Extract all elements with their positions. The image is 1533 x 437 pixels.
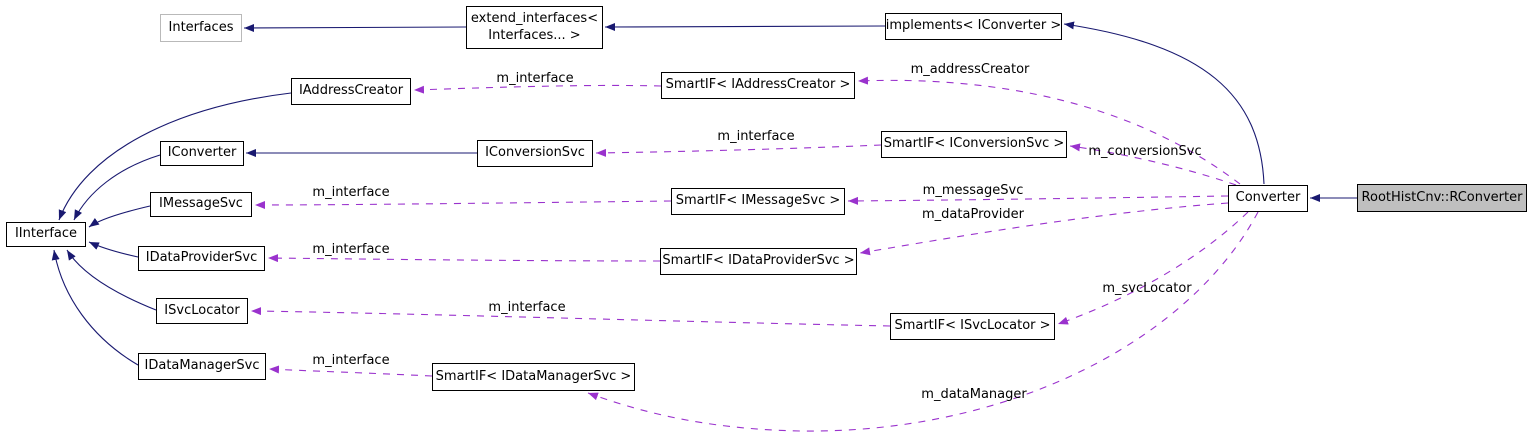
node-smartif-idatamanagersvc[interactable]: SmartIF< IDataManagerSvc > xyxy=(432,363,635,391)
edge-smartif-iaddresscreator-to-iaddresscreator xyxy=(413,84,662,94)
edge-isvclocator-to-iinterface xyxy=(66,249,157,311)
edge-smartif-idataprovidersvc-to-idataprovidersvc xyxy=(267,254,661,263)
edge-converter-to-smartif-iaddresscreator xyxy=(857,76,1241,185)
edge-idataprovidersvc-to-iinterface xyxy=(88,241,139,258)
edge-converter-to-implements xyxy=(1063,21,1265,185)
node-implements-iconverter[interactable]: implements< IConverter > xyxy=(885,13,1062,40)
edge-label-m-svclocator: m_svcLocator xyxy=(1102,281,1192,296)
node-smartif-idataprovidersvc[interactable]: SmartIF< IDataProviderSvc > xyxy=(660,248,857,275)
node-isvclocator[interactable]: ISvcLocator xyxy=(156,298,248,324)
edge-converter-to-smartif-isvclocator xyxy=(1057,211,1249,325)
node-smartif-iconversionsvc[interactable]: SmartIF< IConversionSvc > xyxy=(881,131,1067,158)
edge-label-m-interface-dataprovidersvc: m_interface xyxy=(312,242,390,257)
node-smartif-imessagesvc[interactable]: SmartIF< IMessageSvc > xyxy=(671,188,845,215)
node-converter[interactable]: Converter xyxy=(1228,185,1308,212)
node-idataprovidersvc[interactable]: IDataProviderSvc xyxy=(138,246,265,271)
node-roothistcnv-rconverter: RootHistCnv::RConverter xyxy=(1357,184,1527,212)
edge-label-m-interface-messagesvc: m_interface xyxy=(312,185,390,200)
edge-label-m-interface-conversionsvc: m_interface xyxy=(717,129,795,144)
node-interfaces[interactable]: Interfaces xyxy=(160,14,242,42)
edge-idatamanagersvc-to-iinterface xyxy=(51,249,139,366)
node-imessagesvc[interactable]: IMessageSvc xyxy=(150,192,252,217)
edge-label-m-addresscreator: m_addressCreator xyxy=(910,62,1030,77)
edge-imessagesvc-to-iinterface xyxy=(88,205,151,228)
edge-iconverter-to-iinterface xyxy=(73,154,161,221)
node-smartif-isvclocator[interactable]: SmartIF< ISvcLocator > xyxy=(890,313,1055,340)
node-iconversionsvc[interactable]: IConversionSvc xyxy=(477,140,593,167)
edge-label-m-datamanager: m_dataManager xyxy=(921,387,1027,402)
edge-implements-to-extend-interfaces xyxy=(604,22,886,31)
node-iaddresscreator[interactable]: IAddressCreator xyxy=(291,78,411,105)
edge-smartif-isvclocator-to-isvclocator xyxy=(250,307,891,327)
node-extend-interfaces[interactable]: extend_interfaces< Interfaces... > xyxy=(466,6,603,49)
edge-label-m-interface-addresscreator: m_interface xyxy=(496,71,574,86)
edge-converter-to-smartif-imessagesvc xyxy=(847,195,1229,205)
node-smartif-iaddresscreator[interactable]: SmartIF< IAddressCreator > xyxy=(661,72,855,99)
edge-label-m-interface-datamanagersvc: m_interface xyxy=(312,353,390,368)
edge-label-m-dataprovider: m_dataProvider xyxy=(922,207,1024,222)
edge-smartif-iconversionsvc-to-iconversionsvc xyxy=(595,144,882,157)
edge-iaddresscreator-to-iinterface xyxy=(58,92,292,221)
node-iconverter[interactable]: IConverter xyxy=(160,141,244,166)
edge-label-m-interface-svclocator: m_interface xyxy=(488,300,566,315)
edge-converter-to-smartif-iconversionsvc xyxy=(1069,143,1237,186)
edge-converter-to-smartif-idataprovidersvc xyxy=(859,202,1229,256)
edge-converter-to-smartif-idatamanagersvc xyxy=(587,211,1259,432)
edge-smartif-imessagesvc-to-imessagesvc xyxy=(254,200,672,209)
edge-smartif-idatamanagersvc-to-idatamanagersvc xyxy=(268,365,433,377)
node-iinterface[interactable]: IInterface xyxy=(6,222,86,247)
edge-label-m-messagesvc: m_messageSvc xyxy=(922,183,1024,198)
edge-extend-interfaces-to-interfaces xyxy=(243,23,467,32)
node-idatamanagersvc[interactable]: IDataManagerSvc xyxy=(138,353,266,380)
edge-label-m-conversionsvc: m_conversionSvc xyxy=(1088,144,1202,159)
